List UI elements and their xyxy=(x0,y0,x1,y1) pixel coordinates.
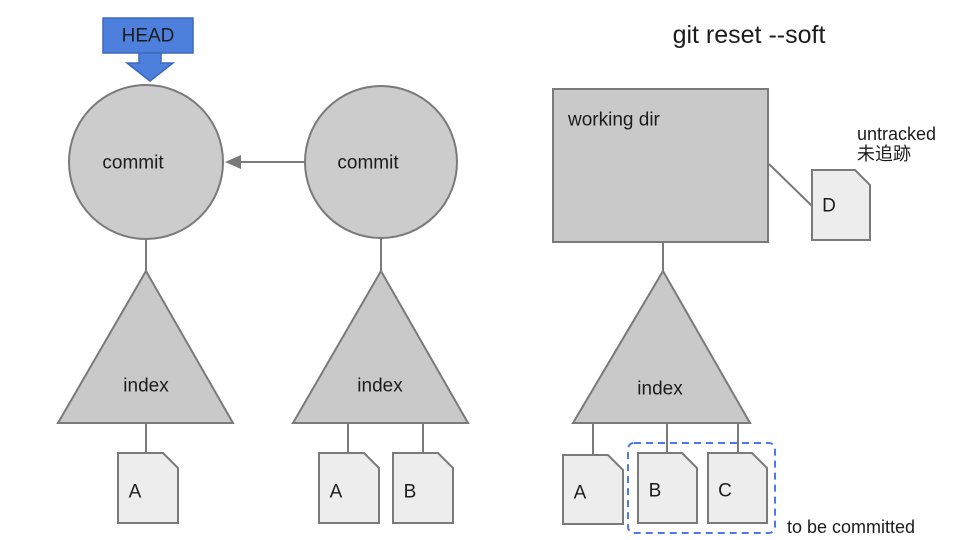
file-label-untracked-d: D xyxy=(822,196,836,217)
index-label-middle: index xyxy=(357,376,403,397)
index-triangle-right xyxy=(571,269,752,424)
file-label-middle-a: A xyxy=(330,482,343,503)
head-label: HEAD xyxy=(122,26,175,47)
connector-workingdir-untracked xyxy=(768,163,813,207)
index-triangle-middle xyxy=(291,268,470,424)
staged-caption: to be committed xyxy=(787,517,915,537)
head-commit-state: commit index A xyxy=(56,84,235,524)
file-icon-middle-a xyxy=(318,452,380,524)
file-label-middle-b: B xyxy=(404,482,417,503)
head-pointer: HEAD xyxy=(102,17,194,82)
file-label-right-c: C xyxy=(718,481,732,502)
index-label-left: index xyxy=(123,376,169,397)
file-label-right-b: B xyxy=(649,481,662,502)
file-label-right-a: A xyxy=(574,483,587,504)
file-icon-right-a xyxy=(562,454,624,525)
parent-arrow-head-icon xyxy=(225,155,241,169)
parent-commit-state: commit index A B xyxy=(291,85,470,524)
diagram-title: git reset --soft xyxy=(673,21,826,49)
head-box xyxy=(102,17,194,54)
file-icon-untracked-d xyxy=(811,169,871,241)
parent-arrow xyxy=(225,155,305,169)
after-reset-state: working dir D untracked 未追跡 index A B C … xyxy=(552,88,936,537)
working-dir-box xyxy=(552,88,769,243)
commit-label-left: commit xyxy=(102,153,164,174)
index-triangle-left xyxy=(56,268,235,424)
untracked-caption-ja: 未追跡 xyxy=(857,144,911,164)
file-icon-right-c xyxy=(707,452,768,524)
file-label-left-a: A xyxy=(129,482,142,503)
head-arrow-icon xyxy=(124,52,176,82)
untracked-caption-en: untracked xyxy=(857,124,936,144)
file-icon-right-b xyxy=(637,452,698,524)
staged-files-outline xyxy=(627,442,776,534)
file-icon-middle-b xyxy=(392,452,454,524)
commit-label-middle: commit xyxy=(337,153,399,174)
working-dir-label: working dir xyxy=(567,110,661,131)
file-icon-left-a xyxy=(117,452,179,524)
index-label-right: index xyxy=(637,379,683,400)
